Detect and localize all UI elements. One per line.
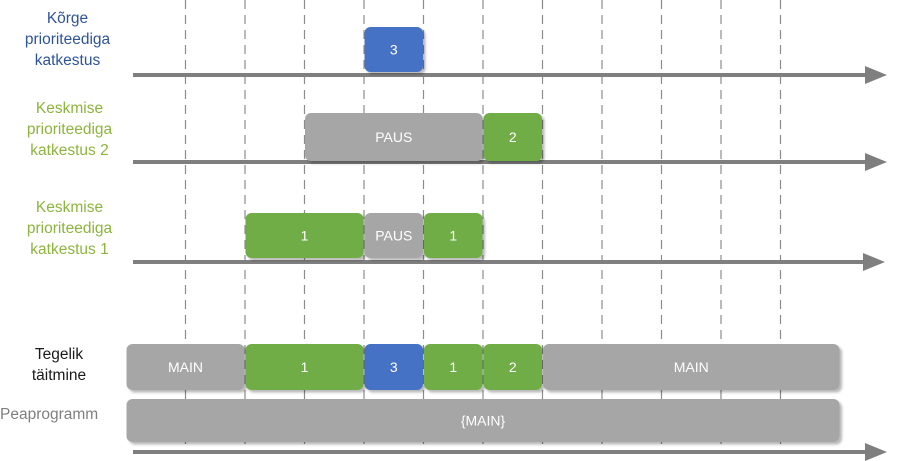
execution-block-label: 3 (390, 359, 398, 375)
execution-block-label: 1 (301, 228, 309, 244)
execution-block: 1 (245, 344, 364, 390)
execution-block-label: {MAIN} (461, 413, 506, 429)
execution-block-label: PAUS (375, 129, 412, 145)
execution-block-shape (424, 344, 483, 390)
time-axis (133, 153, 887, 171)
execution-block-shape (126, 344, 245, 390)
execution-block: {MAIN} (126, 399, 840, 442)
time-axis (133, 253, 885, 271)
label-line: Peaprogramm (0, 406, 99, 423)
execution-block-shape (483, 344, 542, 390)
label-line: katkestus 1 (30, 241, 109, 258)
label-mid-priority-interrupt-1: Keskmise prioriteediga katkestus 1 (12, 197, 127, 260)
label-mid-priority-interrupt-2: Keskmise prioriteediga katkestus 2 (12, 98, 127, 161)
label-line: katkestus 2 (30, 142, 109, 159)
execution-block: MAIN (543, 344, 840, 390)
label-line: täitmine (31, 367, 87, 384)
label-line: prioriteediga (26, 121, 113, 138)
label-line: prioriteediga (24, 31, 111, 48)
execution-block-shape (483, 113, 542, 161)
label-line: katkestus (34, 52, 101, 69)
execution-block: 2 (483, 344, 542, 390)
execution-block-shape (245, 344, 364, 390)
time-axes (133, 66, 887, 461)
execution-block-shape (364, 344, 423, 390)
label-line: Keskmise (35, 199, 104, 216)
label-line: prioriteediga (26, 220, 113, 237)
label-line: Kõrge (46, 10, 89, 27)
execution-block-shape (424, 213, 483, 258)
execution-block-label: 1 (449, 359, 457, 375)
execution-block-label: PAUS (375, 228, 412, 244)
execution-block-label: 1 (301, 359, 309, 375)
execution-block-label: 1 (449, 228, 457, 244)
execution-block: 2 (483, 113, 542, 161)
execution-block-shape (364, 213, 423, 258)
execution-block-shape (543, 344, 840, 390)
execution-block: 1 (424, 344, 483, 390)
execution-block-label: 3 (390, 42, 398, 58)
label-main-program: Peaprogramm (0, 404, 115, 425)
time-axis (133, 66, 887, 84)
label-actual-execution: Tegelik täitmine (4, 344, 114, 386)
execution-block-label: MAIN (674, 359, 709, 375)
execution-block: PAUS (364, 213, 423, 258)
execution-block: 1 (245, 213, 364, 258)
label-line: Keskmise (35, 100, 104, 117)
execution-block-shape (245, 213, 364, 258)
execution-block-label: 2 (509, 129, 517, 145)
axis-arrowhead (865, 153, 887, 171)
label-line: Tegelik (34, 346, 84, 363)
execution-block: 3 (364, 27, 423, 72)
execution-block: 1 (424, 213, 483, 258)
axis-arrowhead (865, 66, 887, 84)
execution-block-shape (126, 399, 840, 442)
time-axis (133, 443, 887, 461)
execution-block-shape (305, 113, 483, 161)
label-high-priority-interrupt: Kõrge prioriteediga katkestus (10, 8, 125, 71)
axis-arrowhead (863, 253, 885, 271)
execution-block: PAUS (305, 113, 483, 161)
execution-block-label: 2 (509, 359, 517, 375)
axis-arrowhead (865, 443, 887, 461)
execution-block: 3 (364, 344, 423, 390)
execution-block-shape (364, 27, 423, 72)
execution-block: MAIN (126, 344, 245, 390)
execution-block-label: MAIN (168, 359, 203, 375)
